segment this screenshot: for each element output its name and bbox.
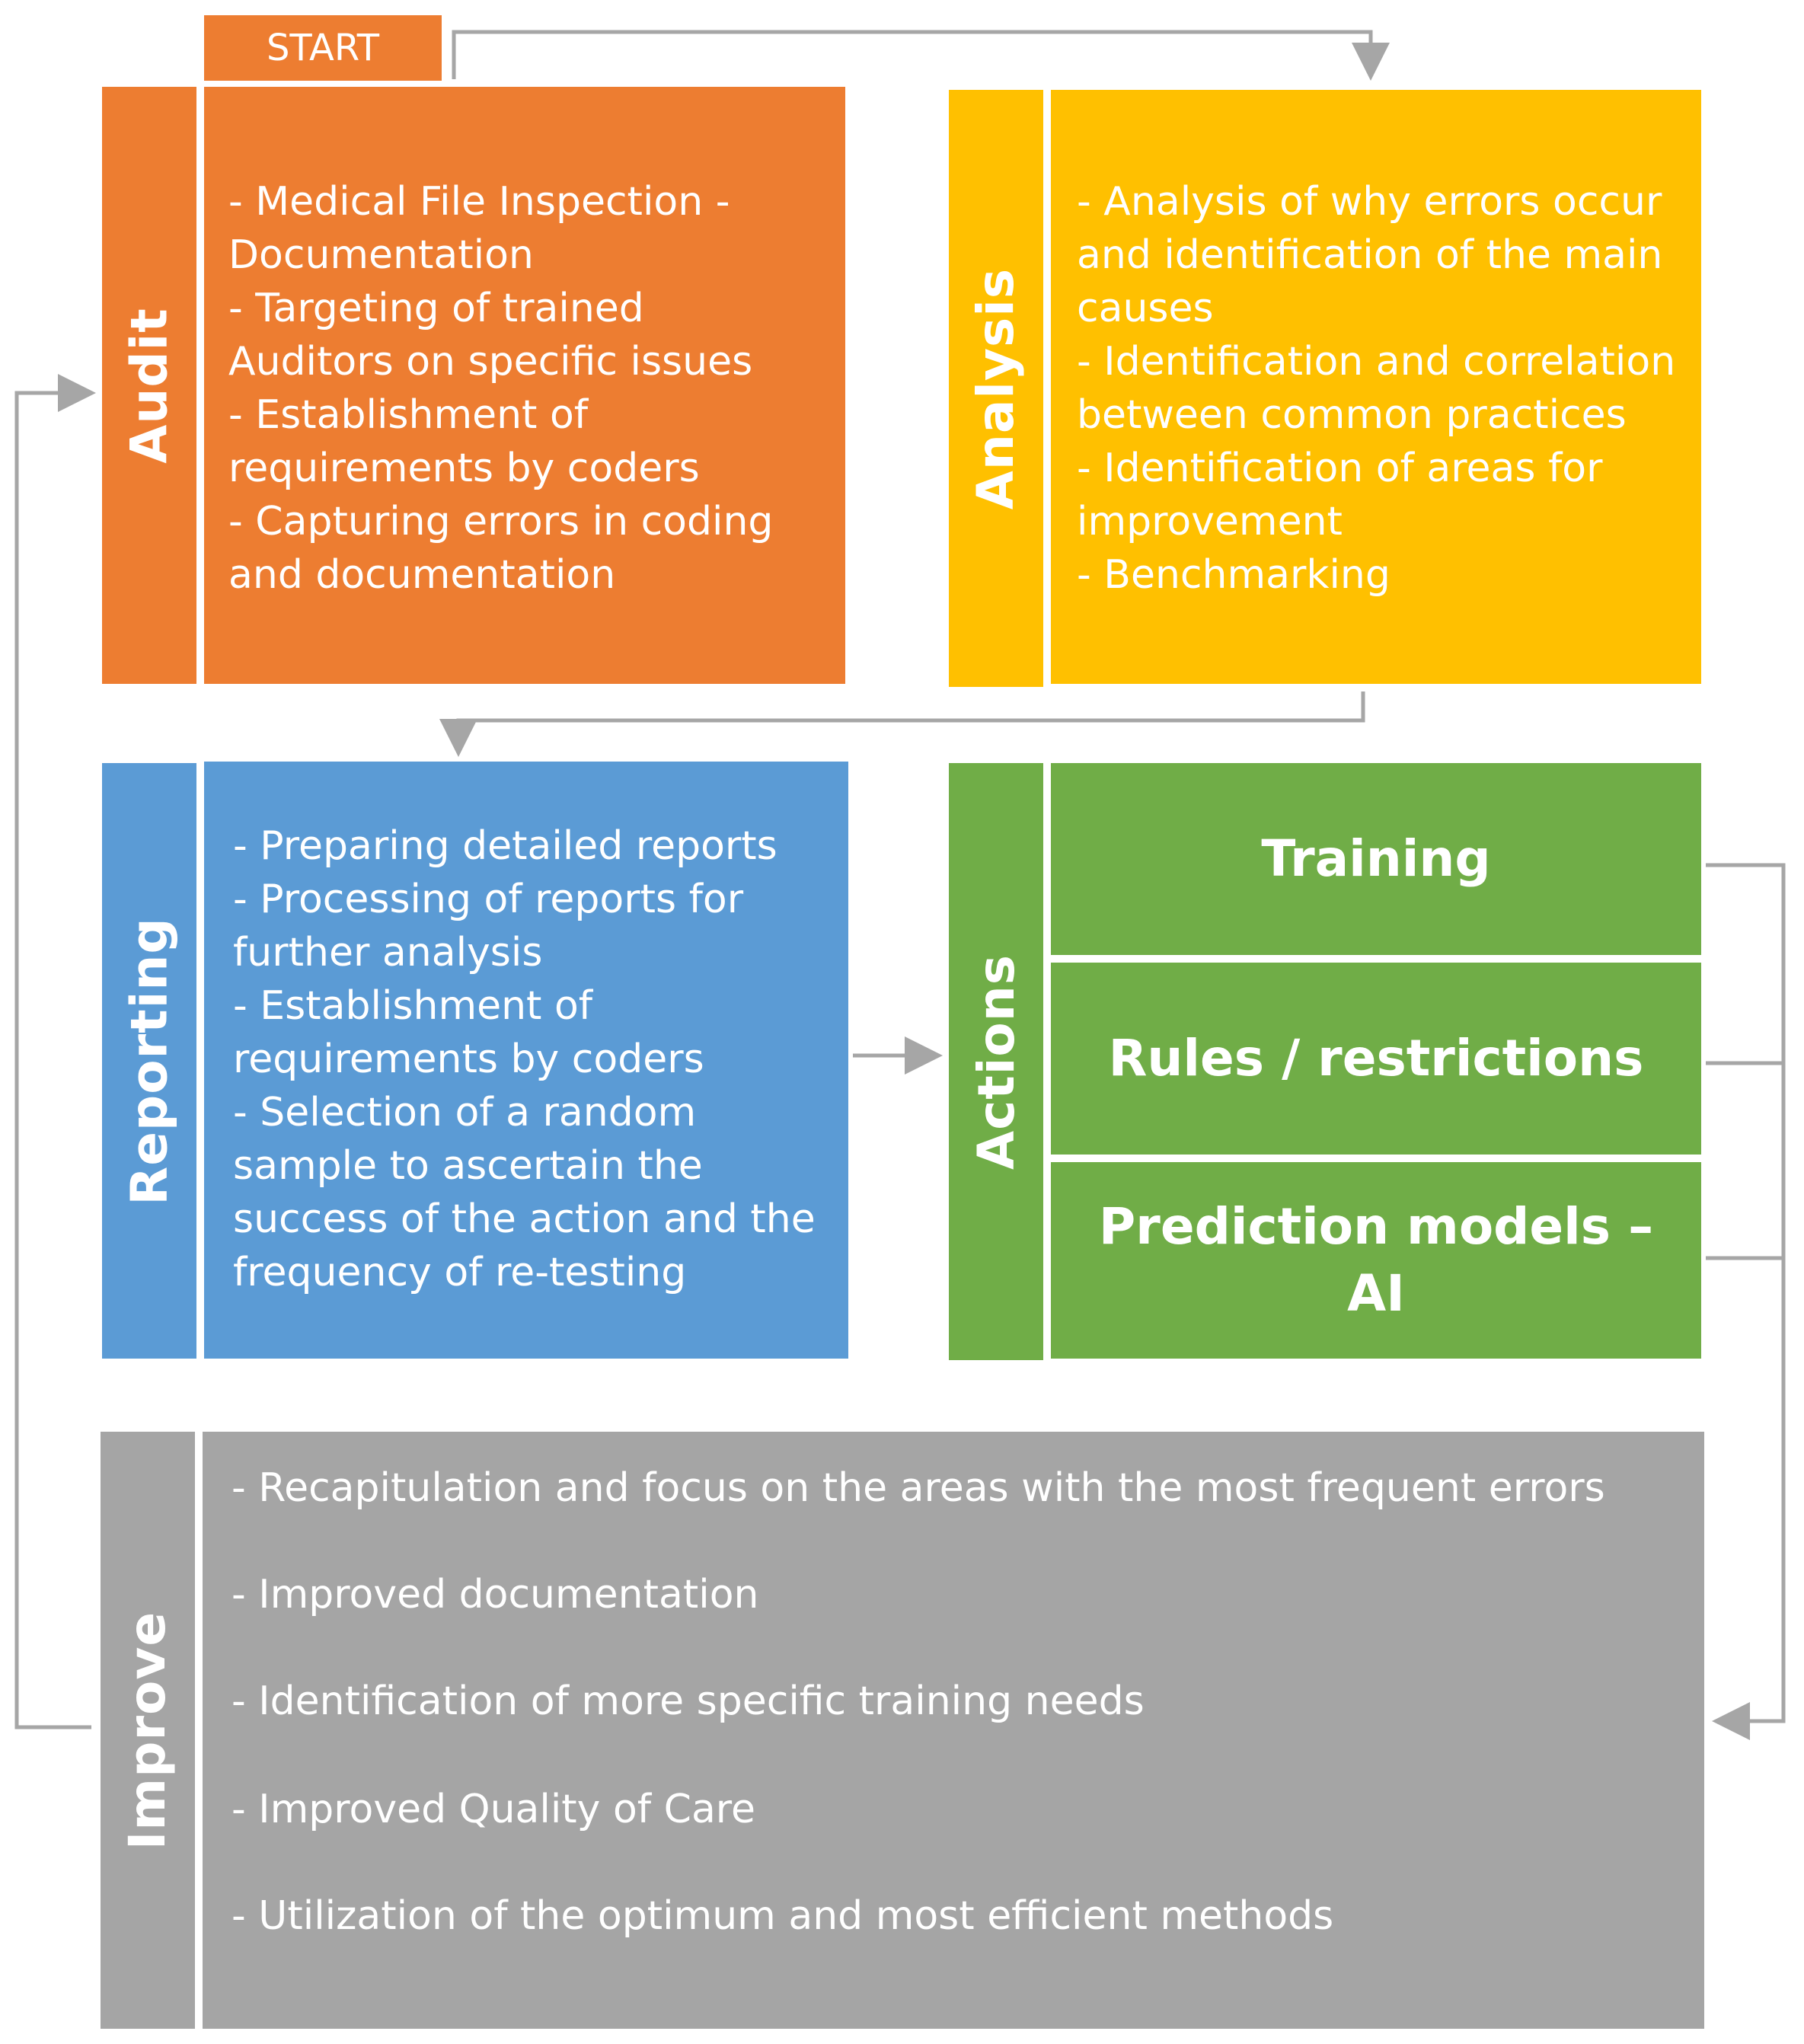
analysis-side-panel	[949, 90, 1043, 687]
arrow-actions-to-improve	[1706, 863, 1786, 1740]
arrow-analysis-to-reporting	[439, 691, 1365, 757]
improve-item: - Identification of more specific traini…	[231, 1678, 1145, 1724]
action-prediction-models: Prediction models – AI	[1051, 1162, 1701, 1359]
improve-item: - Improved documentation	[231, 1572, 759, 1618]
reporting-body: - Preparing detailed reports - Processin…	[204, 762, 848, 1359]
action-prediction-label: Prediction models – AI	[1098, 1197, 1654, 1323]
analysis-body: - Analysis of why errors occur and ident…	[1051, 90, 1701, 684]
action-rules-label: Rules / restrictions	[1108, 1029, 1644, 1087]
improve-item: - Improved Quality of Care	[231, 1787, 756, 1832]
improve-body	[203, 1432, 1704, 2029]
actions-side-panel	[949, 763, 1043, 1360]
action-rules-restrictions: Rules / restrictions	[1051, 963, 1701, 1155]
analysis-text: - Analysis of why errors occur and ident…	[1077, 179, 1676, 598]
arrow-start-to-analysis	[452, 30, 1390, 81]
arrow-improve-to-audit	[14, 374, 96, 1729]
start-tag: START	[204, 15, 442, 81]
audit-body: - Medical File Inspection - Documentatio…	[204, 87, 845, 684]
action-training-label: Training	[1261, 829, 1491, 888]
action-training: Training	[1051, 763, 1701, 955]
reporting-text: - Preparing detailed reports - Processin…	[233, 823, 816, 1295]
audit-side-panel	[102, 87, 196, 684]
improve-item: - Utilization of the optimum and most ef…	[231, 1893, 1334, 1939]
improve-item: - Recapitulation and focus on the areas …	[231, 1465, 1605, 1511]
reporting-side-panel	[102, 763, 196, 1359]
improve-side-panel	[101, 1432, 195, 2029]
audit-text: - Medical File Inspection - Documentatio…	[228, 179, 774, 598]
start-label: START	[266, 27, 380, 69]
